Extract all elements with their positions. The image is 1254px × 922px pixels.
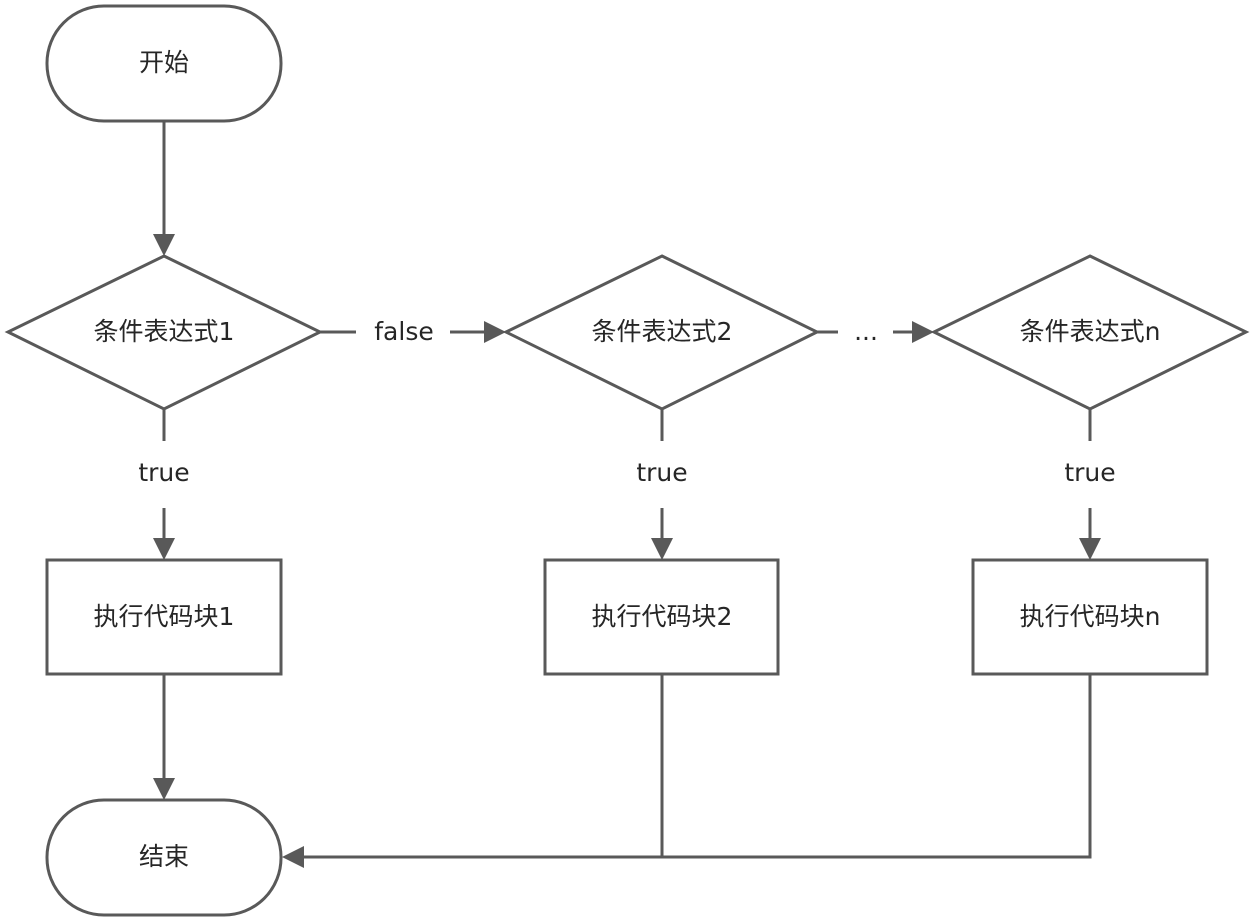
arrow-icon <box>282 846 304 868</box>
edge-merge-to-end <box>282 674 1092 868</box>
process-label-1: 执行代码块1 <box>94 602 235 631</box>
true-label-2: true <box>636 458 687 487</box>
true-label-n: true <box>1064 458 1115 487</box>
edge-cond1-true: true <box>138 409 190 560</box>
edge-cond1-false: false <box>320 317 506 346</box>
process-node-n: 执行代码块n <box>971 558 1209 676</box>
start-label: 开始 <box>139 48 189 77</box>
edge-condn-true: true <box>1064 409 1116 560</box>
arrow-icon <box>651 538 673 560</box>
start-node: 开始 <box>45 4 283 123</box>
arrow-icon <box>153 778 175 800</box>
false-label: false <box>374 317 433 346</box>
arrow-icon <box>484 321 506 343</box>
process-label-2: 执行代码块2 <box>592 602 733 631</box>
condition-label-2: 条件表达式2 <box>592 317 733 346</box>
arrow-icon <box>912 321 934 343</box>
end-node: 结束 <box>45 798 283 917</box>
condition-node-n: 条件表达式n <box>930 254 1250 411</box>
condition-label-1: 条件表达式1 <box>94 317 235 346</box>
condition-label-n: 条件表达式n <box>1020 317 1161 346</box>
process-node-1: 执行代码块1 <box>45 558 283 676</box>
edge-block1-to-end <box>153 674 175 800</box>
edge-cond2-ellipsis: ... <box>817 317 934 346</box>
arrow-icon <box>153 538 175 560</box>
process-label-n: 执行代码块n <box>1020 602 1161 631</box>
condition-node-1: 条件表达式1 <box>4 254 324 411</box>
ellipsis-label: ... <box>854 317 878 346</box>
arrow-icon <box>153 234 175 256</box>
arrow-icon <box>1079 538 1101 560</box>
end-label: 结束 <box>139 842 189 871</box>
condition-node-2: 条件表达式2 <box>502 254 821 411</box>
edge-cond2-true: true <box>636 409 688 560</box>
true-label-1: true <box>138 458 189 487</box>
edge-start-to-cond1 <box>153 121 175 256</box>
process-node-2: 执行代码块2 <box>543 558 780 676</box>
